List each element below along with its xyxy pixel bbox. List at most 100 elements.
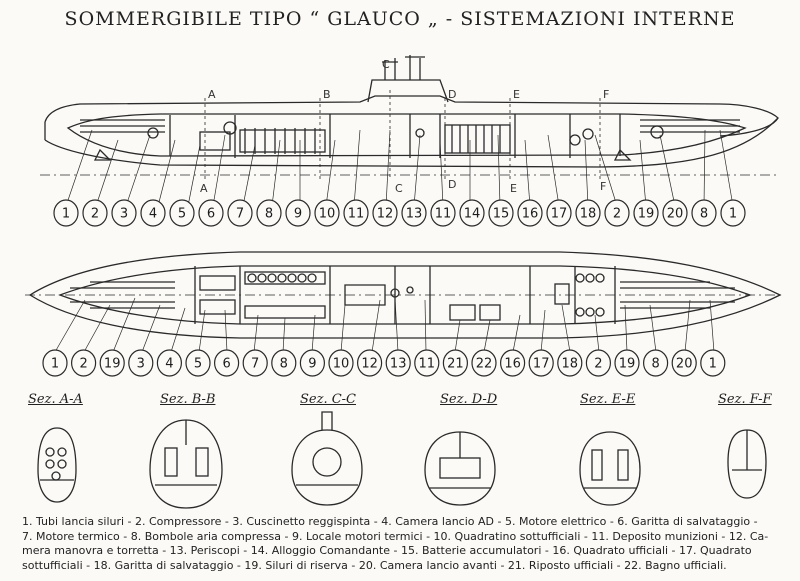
- callout-number: 3: [120, 207, 128, 222]
- legend-line: sottufficiali - 18. Garitta di salvatagg…: [22, 558, 727, 572]
- callout-circle: [499, 349, 526, 377]
- callout-circle: [372, 199, 398, 227]
- callout-circle: [99, 349, 125, 377]
- callout-number: 10: [319, 207, 336, 222]
- callout-circle: [227, 199, 253, 227]
- callout-number: 20: [676, 357, 693, 372]
- callout-number: 11: [348, 207, 365, 222]
- callout-circle: [357, 349, 383, 377]
- callout-number: 1: [51, 357, 59, 372]
- callout-circle: [528, 349, 554, 377]
- callout-number: 15: [493, 207, 510, 222]
- plan-view-hull: [25, 251, 785, 339]
- callout-number: 2: [594, 357, 602, 372]
- callout-circle: [585, 349, 612, 377]
- callout-number: 8: [265, 207, 273, 222]
- callout-number: 14: [464, 207, 481, 222]
- callout-circle: [214, 349, 240, 377]
- legend-line: 1. Tubi lancia siluri - 2. Compressore -…: [22, 515, 758, 528]
- section-title-d: Sez. D-D: [440, 392, 498, 407]
- section-mark-e-top: E: [513, 88, 520, 101]
- section-title-a: Sez. A-A: [28, 392, 83, 407]
- callout-number: 21: [447, 357, 464, 372]
- callout-number: 9: [308, 357, 316, 372]
- callout-number: 3: [137, 357, 145, 372]
- callout-circle: [700, 349, 726, 377]
- callout-number: 5: [178, 207, 186, 222]
- section-mark-d-bottom: D: [448, 178, 456, 191]
- callout-circle: [671, 349, 697, 377]
- callout-number: 9: [294, 207, 302, 222]
- callout-circle: [70, 349, 97, 377]
- callout-number: 2: [79, 357, 87, 372]
- callout-circle: [198, 199, 224, 227]
- callout-number: 1: [62, 207, 70, 222]
- section-title-b: Sez. B-B: [160, 392, 216, 407]
- callout-circle: [285, 199, 311, 227]
- side-view-hull: [40, 55, 780, 176]
- callout-circle: [633, 199, 659, 227]
- callout-circle: [604, 199, 630, 227]
- section-mark-f-bottom: F: [600, 180, 606, 193]
- callout-number: 22: [476, 357, 493, 372]
- callout-circle: [271, 349, 297, 377]
- legend-line: 7. Motore termico - 8. Bombole aria comp…: [22, 529, 769, 543]
- callout-number: 8: [700, 207, 708, 222]
- callout-circle: [82, 199, 108, 227]
- callout-number: 16: [522, 207, 539, 222]
- callout-circle: [642, 349, 669, 377]
- section-mark-c-bottom: C: [395, 182, 403, 195]
- legend-line: mera manovra e torretta - 13. Periscopi …: [22, 544, 752, 557]
- callout-circle: [156, 349, 182, 377]
- callout-number: 1: [729, 207, 737, 222]
- callout-number: 1: [709, 357, 717, 372]
- callout-circle: [401, 199, 427, 227]
- section-mark-b-top: B: [323, 88, 331, 101]
- legend: 1. Tubi lancia siluri - 2. Compressore -…: [22, 515, 782, 573]
- callout-circle: [471, 349, 497, 377]
- callout-number: 2: [613, 207, 621, 222]
- callout-number: 19: [619, 357, 636, 372]
- section-title-c: Sez. C-C: [300, 392, 356, 407]
- callout-number: 13: [406, 207, 423, 222]
- callout-number: 7: [251, 357, 259, 372]
- callout-circle: [614, 349, 640, 377]
- callout-circle: [53, 199, 79, 227]
- callout-number: 18: [580, 207, 597, 222]
- callout-number: 6: [207, 207, 215, 222]
- callout-circle: [546, 199, 572, 227]
- callout-number: 19: [638, 207, 655, 222]
- callout-number: 19: [104, 357, 121, 372]
- callout-number: 17: [551, 207, 568, 222]
- callout-number: 4: [165, 357, 173, 372]
- section-mark-a-bottom: A: [200, 182, 208, 195]
- callout-circle: [343, 199, 369, 227]
- drawing-title: SOMMERGIBILE TIPO “ GLAUCO „ - SISTEMAZI…: [64, 8, 736, 30]
- section-mark-e-bottom: E: [510, 182, 517, 195]
- callout-number: 2: [91, 207, 99, 222]
- callout-number: 11: [435, 207, 452, 222]
- callout-number: 6: [222, 357, 230, 372]
- callout-circle: [314, 199, 340, 227]
- callout-circle: [442, 349, 468, 377]
- callout-circle: [299, 349, 325, 377]
- callout-circle: [242, 349, 268, 377]
- callout-number: 8: [651, 357, 659, 372]
- callout-circle: [691, 199, 717, 227]
- callout-circle: [575, 199, 601, 227]
- section-title-f: Sez. F-F: [718, 392, 772, 407]
- section-mark-d-top: D: [448, 88, 456, 101]
- callout-number: 12: [377, 207, 394, 222]
- callout-circle: [128, 349, 154, 377]
- callout-number: 10: [333, 357, 350, 372]
- callout-circle: [385, 349, 411, 377]
- callout-circle: [42, 349, 68, 377]
- section-mark-f-top: F: [603, 88, 609, 101]
- callout-number: 8: [280, 357, 288, 372]
- cross-sections: [37, 411, 767, 509]
- callout-number: 5: [194, 357, 202, 372]
- callout-number: 11: [419, 357, 436, 372]
- callout-circle: [414, 349, 440, 377]
